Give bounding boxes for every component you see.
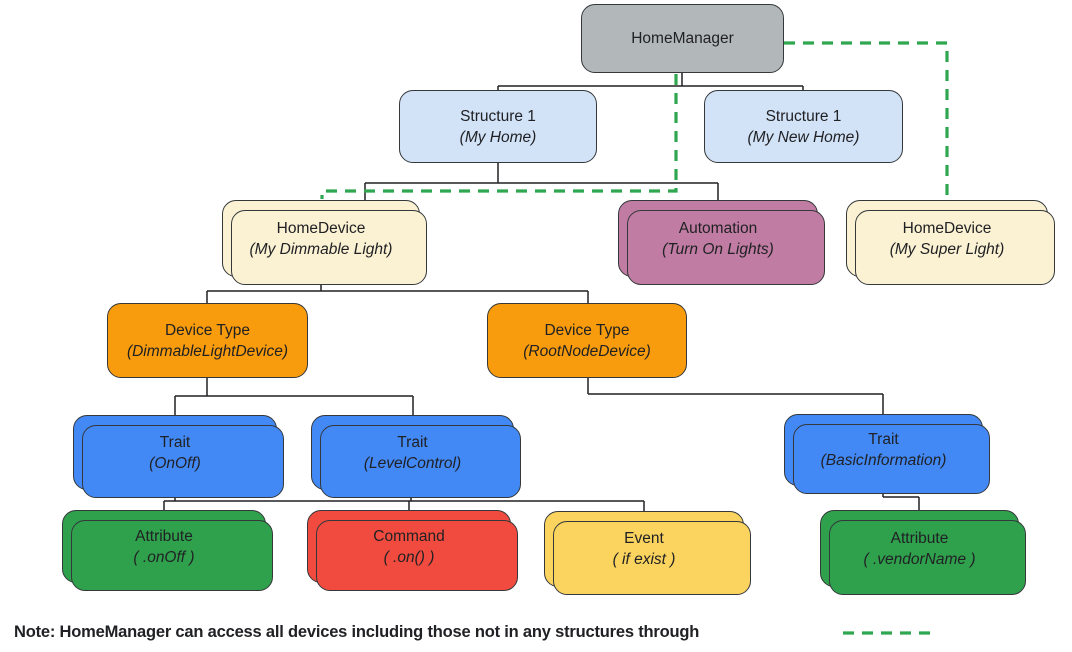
node-devicetype-dimmablelightdevice: Device Type (DimmableLightDevice) (107, 303, 308, 378)
node-title: HomeManager (631, 30, 734, 47)
dashed-access-path-super-light (784, 41, 949, 199)
node-title: Automation (678, 219, 758, 237)
node-subtitle: (BasicInformation) (820, 452, 947, 469)
node-structure-my-new-home: Structure 1 (My New Home) (704, 90, 903, 163)
node-attribute-vendorname: Attribute ( .vendorName ) (820, 510, 1026, 595)
node-devicetype-rootnodedevice: Device Type (RootNodeDevice) (487, 303, 687, 378)
node-title: Structure 1 (765, 107, 842, 125)
node-title: Trait (159, 433, 191, 451)
node-home-manager: HomeManager (581, 4, 784, 73)
node-title: Device Type (164, 321, 250, 339)
footnote-text: Note: HomeManager can access all devices… (14, 623, 700, 641)
node-trait-levelcontrol: Trait (LevelControl) (311, 415, 521, 498)
node-subtitle: (DimmableLightDevice) (126, 342, 289, 360)
node-homedevice-dimmable-light: HomeDevice (My Dimmable Light) (222, 200, 427, 285)
node-trait-onoff: Trait (OnOff) (73, 415, 284, 498)
node-subtitle: (My Super Light) (889, 240, 1005, 258)
node-title: Command (373, 527, 445, 545)
node-subtitle: (LevelControl) (363, 454, 462, 472)
node-subtitle: ( .vendorName ) (863, 550, 976, 568)
node-attribute-onoff: Attribute ( .onOff ) (62, 510, 273, 591)
node-title: Trait (868, 431, 899, 448)
node-title: Trait (397, 433, 428, 451)
node-trait-basicinformation: Trait (BasicInformation) (784, 414, 990, 494)
node-homedevice-super-light: HomeDevice (My Super Light) (846, 200, 1055, 285)
node-title: Device Type (544, 321, 630, 339)
node-title: Attribute (890, 529, 949, 547)
node-title: HomeDevice (276, 219, 366, 237)
node-subtitle: (OnOff) (149, 454, 201, 472)
node-subtitle: (Turn On Lights) (662, 240, 774, 258)
node-subtitle: (My Dimmable Light) (249, 240, 393, 258)
node-subtitle: (My Home) (459, 128, 537, 146)
node-event-if-exist: Event ( if exist ) (544, 511, 751, 595)
node-title: Event (624, 530, 664, 547)
node-structure-my-home: Structure 1 (My Home) (399, 90, 597, 163)
node-command-on: Command ( .on() ) (307, 510, 518, 591)
node-subtitle: ( .onOff ) (133, 548, 195, 566)
node-title: HomeDevice (902, 219, 992, 237)
node-automation-turn-on-lights: Automation (Turn On Lights) (618, 200, 825, 285)
node-title: Attribute (135, 527, 193, 545)
dashed-access-path-dimmable-light (320, 74, 678, 199)
node-subtitle: ( if exist ) (612, 551, 676, 568)
node-title: Structure 1 (460, 107, 536, 125)
node-subtitle: ( .on() ) (383, 548, 435, 566)
node-subtitle: (My New Home) (747, 128, 860, 146)
node-subtitle: (RootNodeDevice) (523, 342, 651, 360)
